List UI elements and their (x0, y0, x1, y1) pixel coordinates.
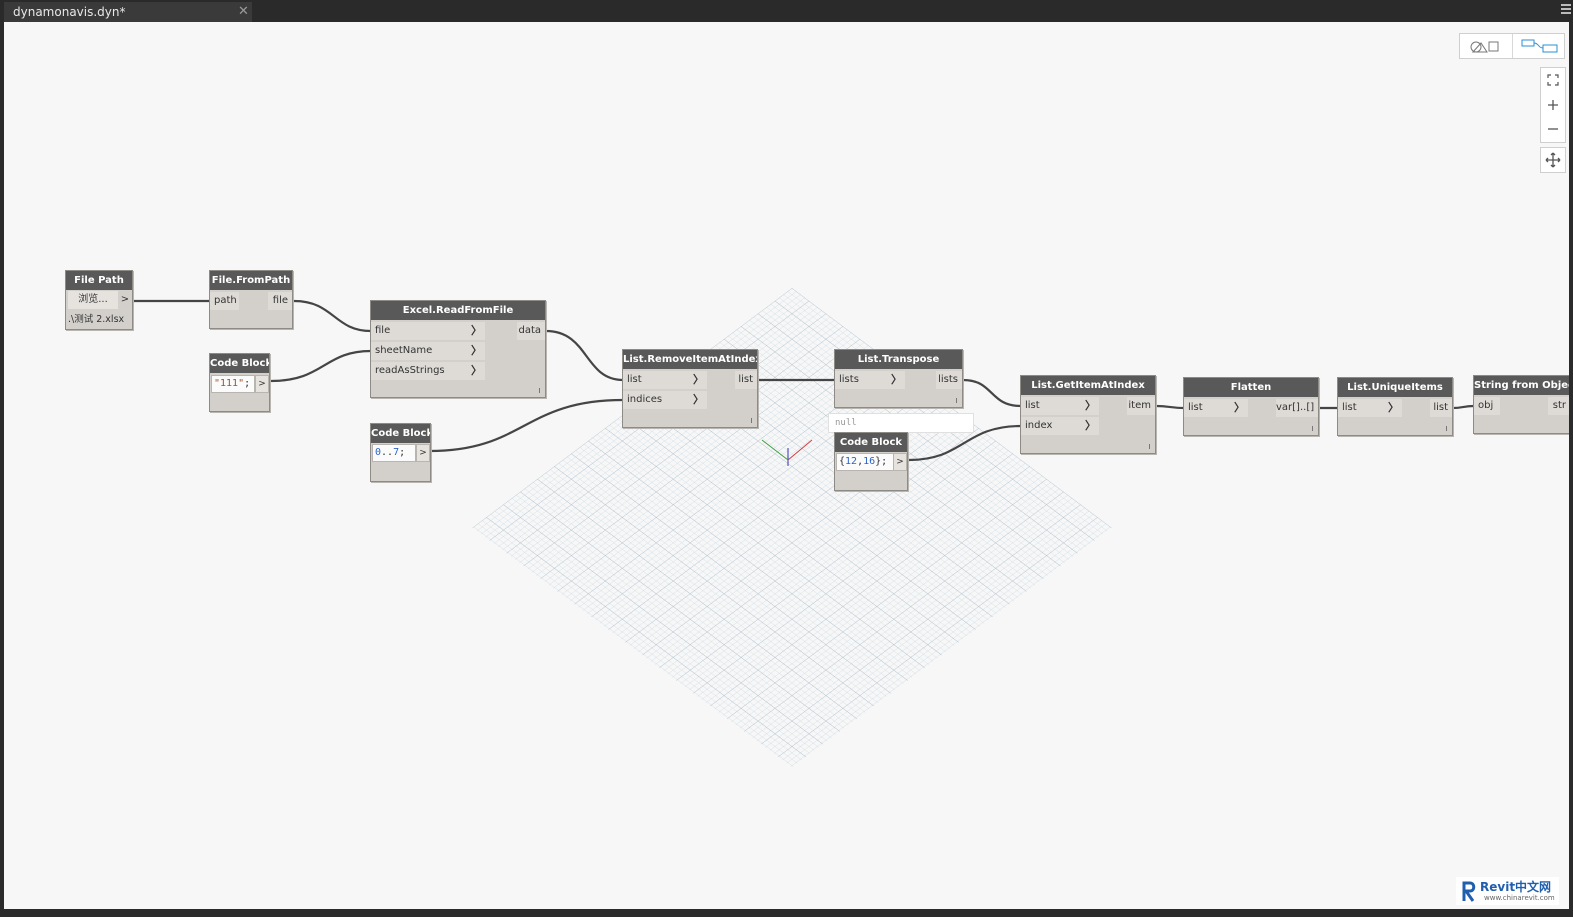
output-port-item[interactable]: item (1127, 397, 1155, 415)
graph-canvas[interactable]: File Path 浏览... > .\测试 2.xlsx File.FromP… (4, 22, 1569, 909)
node-title: String from Object (1474, 376, 1569, 395)
node-title: List.Transpose (835, 350, 962, 369)
input-port-readasstrings[interactable]: readAsStrings〉 (371, 362, 485, 380)
code-editor[interactable]: 0..7; (372, 444, 416, 462)
tab-bar: dynamonavis.dyn* ✕ (0, 0, 1573, 22)
browse-button[interactable]: 浏览... (68, 291, 118, 309)
wire-unique-string (1452, 404, 1475, 410)
file-path-value: .\测试 2.xlsx (68, 314, 125, 325)
lacing-indicator (1446, 426, 1447, 431)
output-port[interactable]: > (416, 444, 430, 462)
pan-icon[interactable] (1540, 147, 1566, 173)
output-port-file[interactable]: file (268, 292, 292, 310)
wire-code2-remove (429, 398, 624, 453)
input-port-list[interactable]: list〉 (1021, 397, 1099, 415)
geometry-view-icon[interactable] (1460, 34, 1511, 58)
node-list-getitematindex[interactable]: List.GetItemAtIndex list〉 index〉 item (1020, 375, 1156, 454)
output-port[interactable]: > (255, 375, 269, 393)
node-title: List.GetItemAtIndex (1021, 376, 1155, 395)
node-title: List.RemoveItemAtIndex (623, 350, 757, 369)
output-port-var[interactable]: var[]..[] (1276, 399, 1318, 417)
node-flatten[interactable]: Flatten list〉 var[]..[] (1183, 377, 1319, 436)
code-editor[interactable]: "111"; (211, 375, 255, 393)
node-code-block[interactable]: Code Block "111"; > (209, 353, 270, 412)
node-code-block[interactable]: Code Block {12,16}; > (834, 432, 908, 491)
watermark-url: www.chinarevit.com (1484, 894, 1555, 902)
wires (131, 299, 1475, 462)
node-code-block[interactable]: Code Block 0..7; > (370, 423, 431, 482)
wire-excel-remove (545, 329, 624, 382)
graph-view-icon[interactable] (1512, 34, 1565, 58)
watermark-brand: Revit中文网 (1480, 880, 1552, 894)
node-title: Excel.ReadFromFile (371, 301, 545, 320)
node-string-from-object[interactable]: String from Object obj str (1473, 375, 1569, 434)
node-list-uniqueitems[interactable]: List.UniqueItems list〉 list (1337, 377, 1453, 436)
zoom-fit-icon[interactable] (1541, 68, 1565, 92)
wire-get-flatten (1155, 404, 1185, 410)
output-port[interactable]: > (893, 453, 907, 471)
lacing-indicator (1312, 426, 1313, 431)
node-title: Code Block (371, 424, 430, 443)
input-port-list[interactable]: list〉 (1184, 399, 1248, 417)
file-tab[interactable]: dynamonavis.dyn* ✕ (4, 2, 252, 22)
view-toggle (1459, 33, 1565, 59)
wire-code1-excel (270, 349, 372, 383)
wire-frompath-excel (293, 299, 372, 333)
node-title: Code Block (835, 433, 907, 452)
output-port-list[interactable]: list (1430, 399, 1452, 417)
input-port-list[interactable]: list〉 (1338, 399, 1402, 417)
file-tab-title: dynamonavis.dyn* (13, 5, 126, 19)
input-port-sheetname[interactable]: sheetName〉 (371, 342, 485, 360)
output-port-data[interactable]: data (517, 322, 545, 340)
zoom-in-icon[interactable] (1541, 93, 1565, 117)
node-title: File Path (66, 271, 132, 290)
input-port-path[interactable]: path (210, 292, 239, 310)
node-file-path[interactable]: File Path 浏览... > .\测试 2.xlsx (65, 270, 133, 330)
node-file-frompath[interactable]: File.FromPath path file (209, 270, 293, 329)
input-port-indices[interactable]: indices〉 (623, 391, 707, 409)
output-port-lists[interactable]: lists (936, 371, 962, 389)
node-excel-readfromfile[interactable]: Excel.ReadFromFile file〉 sheetName〉 read… (370, 300, 546, 398)
watermark-logo: Revit中文网 www.chinarevit.com (1456, 877, 1559, 905)
input-port-index[interactable]: index〉 (1021, 417, 1099, 435)
output-port-list[interactable]: list (735, 371, 757, 389)
node-list-transpose[interactable]: List.Transpose lists〉 lists (834, 349, 963, 408)
zoom-out-icon[interactable] (1541, 117, 1565, 141)
input-port-lists[interactable]: lists〉 (835, 371, 905, 389)
lacing-indicator (751, 418, 752, 423)
output-port-str[interactable]: str (1548, 397, 1569, 415)
output-port[interactable]: > (120, 294, 130, 305)
preview-bubble: null (828, 413, 974, 433)
zoom-controls (1540, 67, 1566, 143)
lacing-indicator (956, 398, 957, 403)
input-port-file[interactable]: file〉 (371, 322, 485, 340)
close-icon[interactable]: ✕ (238, 4, 249, 19)
code-editor[interactable]: {12,16}; (836, 453, 894, 471)
lacing-indicator (1149, 444, 1150, 449)
wire-code3-get (908, 424, 1022, 462)
node-title: Code Block (210, 354, 269, 373)
node-title: List.UniqueItems (1338, 378, 1452, 397)
input-port-obj[interactable]: obj (1474, 397, 1500, 415)
wire-transpose-get (962, 378, 1022, 408)
lacing-indicator (539, 388, 540, 393)
node-list-removeitematindex[interactable]: List.RemoveItemAtIndex list〉 indices〉 li… (622, 349, 758, 428)
node-title: Flatten (1184, 378, 1318, 397)
menu-icon[interactable] (1561, 2, 1571, 16)
input-port-list[interactable]: list〉 (623, 371, 707, 389)
node-title: File.FromPath (210, 271, 292, 290)
